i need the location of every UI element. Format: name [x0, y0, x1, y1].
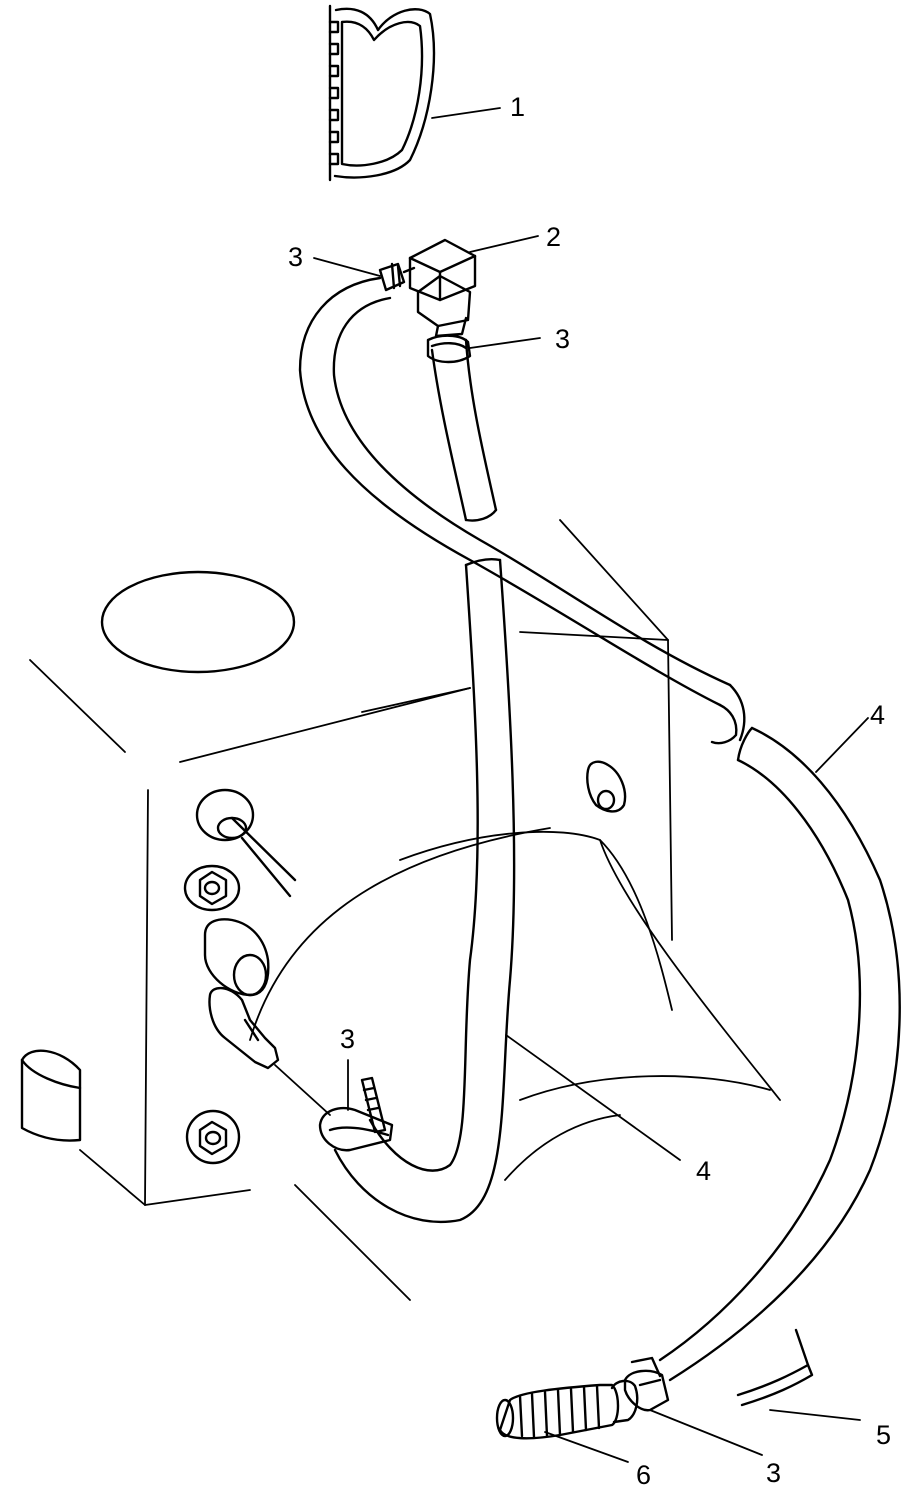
hose-a	[298, 276, 901, 1382]
leader-lines	[313, 107, 869, 1463]
hose-c	[333, 558, 516, 1224]
hose-clamp-bottom	[623, 1356, 670, 1412]
fuel-tank	[29, 519, 781, 1301]
callout-label-1: 1	[510, 92, 525, 122]
elbow-fitting-part-2	[408, 238, 477, 338]
callout-labels: 1 2 3 3 3 3 4 4 5 6	[288, 92, 891, 1487]
callout-label-3-top-right: 3	[555, 324, 570, 354]
callout-label-3-top-left: 3	[288, 242, 303, 272]
callout-label-4-right: 4	[870, 700, 885, 730]
callout-label-6: 6	[636, 1460, 651, 1487]
hose-clamp-mid	[318, 1076, 394, 1152]
inline-filter-part-6	[495, 1379, 639, 1440]
gasket-part-1	[328, 4, 436, 182]
callout-label-4-mid: 4	[696, 1156, 711, 1186]
callout-label-5: 5	[876, 1420, 891, 1450]
hose-clamp-top-left	[378, 262, 416, 292]
hose-clamp-top-right	[426, 334, 472, 364]
tank-fittings	[20, 760, 627, 1165]
hose-retainer-part-5	[736, 1328, 814, 1407]
hose-b	[430, 338, 498, 522]
callout-label-3-bottom: 3	[766, 1458, 781, 1487]
callout-label-3-mid: 3	[340, 1024, 355, 1054]
callout-label-2: 2	[546, 222, 561, 252]
